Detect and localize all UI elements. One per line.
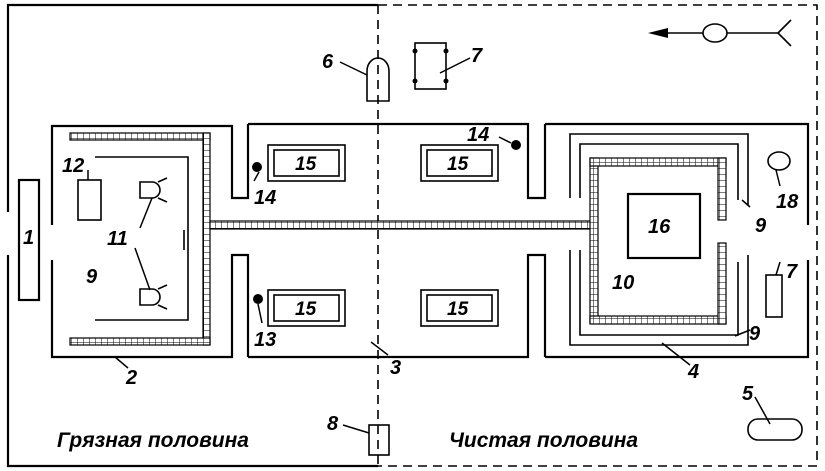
label-15-bottom-right: 15 [447, 299, 469, 320]
label-12: 12 [62, 155, 84, 177]
fixture-11-top [139, 177, 168, 203]
middle-hall-walls [248, 122, 547, 359]
label-9-left: 9 [86, 266, 98, 288]
dirty-brick-partition [69, 132, 211, 346]
label-9-top: 9 [755, 215, 767, 237]
label-10: 10 [612, 272, 634, 294]
box-15-top-right [420, 144, 499, 182]
label-16: 16 [648, 216, 671, 238]
entry-gate [17, 178, 41, 302]
label-3: 3 [390, 357, 401, 379]
label-2: 2 [125, 367, 137, 389]
item-7-right [765, 274, 783, 318]
label-7-top: 7 [471, 45, 483, 67]
item-12-rect [77, 179, 102, 221]
item-5-rect [747, 418, 803, 441]
item-14-dot-right [511, 140, 521, 150]
item-7-top [412, 42, 449, 90]
clean-room-walls [545, 122, 810, 359]
label-14-right: 14 [467, 124, 489, 146]
label-6: 6 [322, 51, 334, 73]
clean-half-label: Чистая половина [449, 429, 638, 452]
label-4: 4 [687, 361, 699, 383]
box-16 [626, 192, 702, 260]
territory-boundary [6, 3, 818, 468]
label-1: 1 [23, 227, 34, 249]
central-passage [209, 220, 596, 230]
label-9-bottom: 9 [749, 323, 761, 345]
box-15-top-left [267, 144, 346, 182]
label-15-bottom-left: 15 [295, 299, 317, 320]
label-7-right: 7 [786, 261, 798, 283]
fixture-11-bottom [139, 284, 168, 310]
item-13-dot [253, 294, 263, 304]
leader-lines [87, 57, 781, 434]
label-5: 5 [742, 383, 754, 405]
clean-nested-walls [569, 133, 749, 346]
label-14-left: 14 [254, 187, 276, 209]
box-15-bottom-right [420, 289, 499, 327]
arrow-icon [648, 19, 792, 47]
label-8: 8 [327, 413, 339, 435]
item-14-dot-left [252, 162, 262, 172]
label-15-top-right: 15 [447, 154, 469, 175]
item-6-shape [366, 57, 390, 102]
label-11: 11 [107, 228, 128, 250]
label-13: 13 [254, 329, 276, 351]
label-15-top-left: 15 [295, 154, 317, 175]
item-18-circle [767, 151, 791, 171]
item-8-rect [368, 424, 390, 456]
dirty-half-label: Грязная половина [57, 429, 249, 452]
dirty-room-walls [50, 124, 250, 359]
box-15-bottom-left [267, 289, 346, 327]
label-18: 18 [776, 191, 799, 213]
